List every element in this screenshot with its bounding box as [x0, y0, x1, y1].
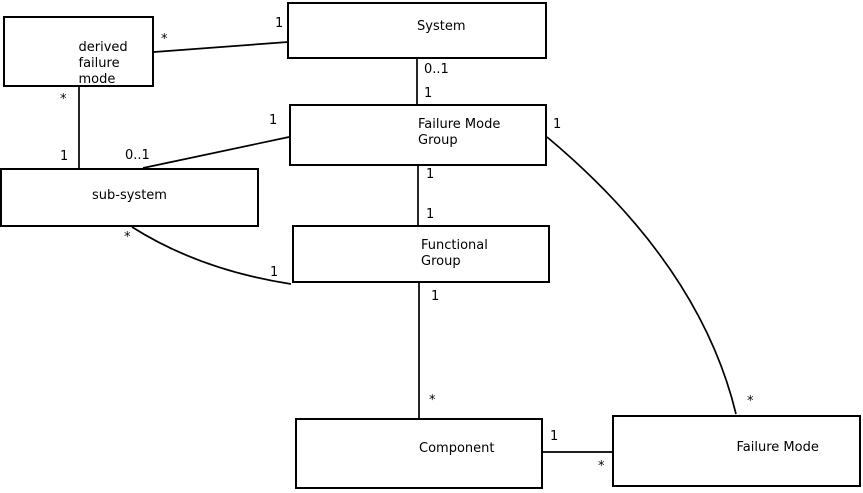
multiplicity-label: 1	[553, 117, 562, 132]
multiplicity-label: 1	[431, 289, 440, 304]
multiplicity-label: *	[429, 393, 436, 408]
node-functional-group: Functional Group	[292, 225, 550, 283]
edge-system-derived-failure-mode	[153, 41, 289, 53]
node-derived-failure-mode: derived failure mode	[3, 16, 154, 87]
node-label: derived failure mode	[78, 40, 128, 87]
edge-failure-mode-group-sub-system	[142, 136, 290, 169]
node-label: Functional Group	[421, 238, 488, 269]
node-label: Failure Mode	[736, 440, 819, 455]
node-failure-mode-group: Failure Mode Group	[289, 104, 547, 166]
multiplicity-label: *	[161, 32, 168, 47]
node-label: sub-system	[92, 188, 167, 203]
node-sub-system: sub-system	[0, 168, 259, 227]
node-label: Failure Mode Group	[418, 117, 501, 148]
node-label: Component	[419, 441, 495, 456]
multiplicity-label: 1	[60, 149, 69, 164]
multiplicity-label: 0..1	[125, 148, 150, 163]
node-label: System	[417, 19, 466, 34]
multiplicity-label: *	[60, 92, 67, 107]
multiplicity-label: *	[124, 230, 131, 245]
multiplicity-label: 1	[270, 265, 279, 280]
edge-sub-system-functional-group	[131, 226, 292, 285]
multiplicity-label: 1	[550, 429, 559, 444]
multiplicity-label: 1	[269, 113, 278, 128]
multiplicity-label: 0..1	[424, 62, 449, 77]
edge-failure-mode-group-failure-mode	[546, 136, 737, 415]
multiplicity-label: 1	[426, 167, 435, 182]
node-component: Component	[295, 418, 543, 489]
multiplicity-label: 1	[275, 16, 284, 31]
multiplicity-label: 1	[426, 207, 435, 222]
node-system: System	[287, 2, 547, 59]
multiplicity-label: *	[747, 394, 754, 409]
multiplicity-label: *	[598, 459, 605, 474]
multiplicity-label: 1	[424, 86, 433, 101]
node-failure-mode: Failure Mode	[612, 415, 861, 487]
